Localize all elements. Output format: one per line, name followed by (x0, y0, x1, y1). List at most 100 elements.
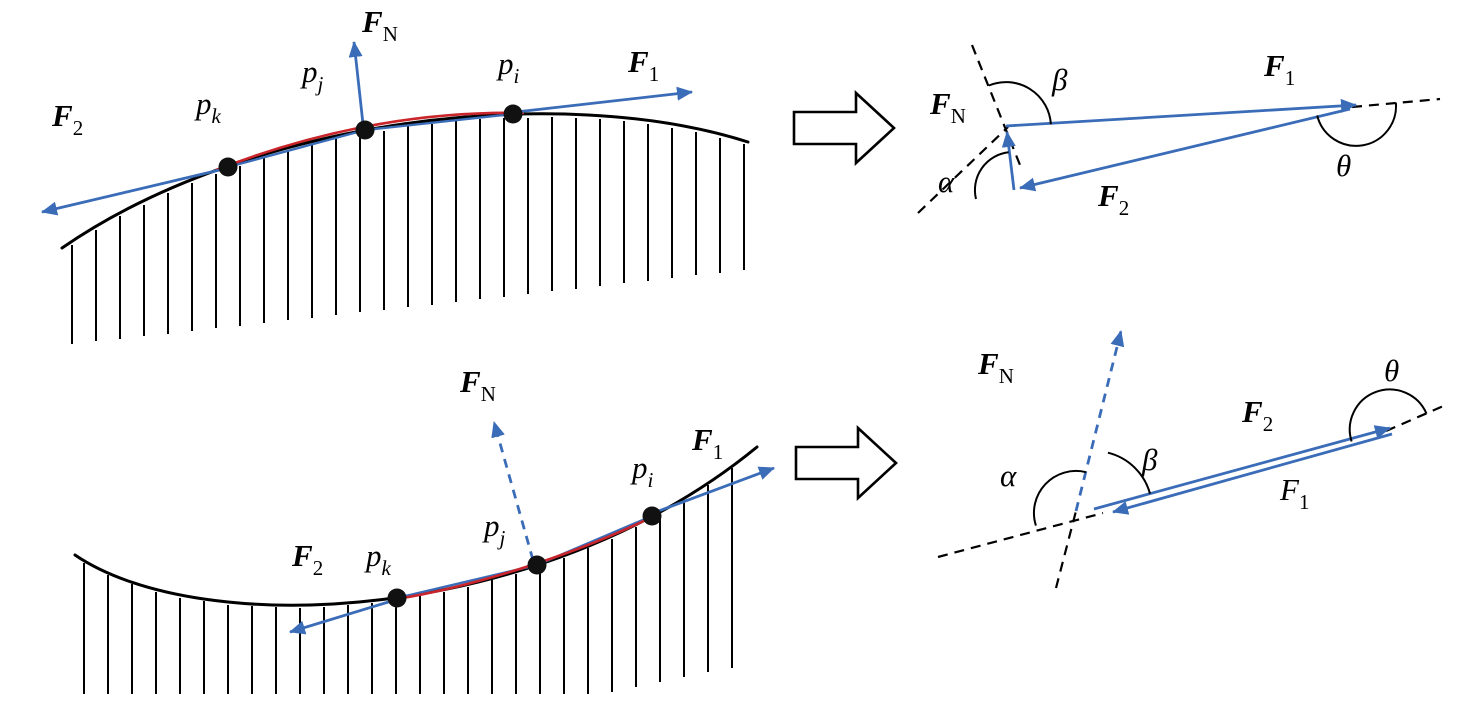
subscript-normal: N (382, 22, 398, 46)
normal-direction-dashed-bottom (1054, 510, 1078, 589)
label-force-1-bottom: F1 (692, 422, 723, 463)
force-symbol: F (1264, 48, 1285, 83)
label-force-normal-diagram-top: FN (930, 86, 966, 127)
bottom-surface-panel (73, 421, 775, 694)
angle-alpha-arc-bottom (1033, 469, 1087, 526)
theta-symbol: θ (1336, 148, 1352, 183)
force-symbol: F (362, 4, 383, 39)
force-normal-dashed-vector-bottom (491, 421, 535, 561)
force-symbol: F (1098, 178, 1119, 213)
subscript-two: 2 (1118, 196, 1130, 220)
hatching-top (71, 117, 745, 344)
angle-beta-arc-top (988, 81, 1052, 125)
label-alpha-bottom: α (1000, 460, 1016, 491)
label-force-2-diagram-bottom: F2 (1242, 394, 1273, 435)
point-i-dot-top (503, 104, 523, 124)
point-i-dot-bottom (642, 506, 662, 526)
force-symbol: F (1242, 394, 1263, 429)
force-1-vector-top (515, 86, 693, 114)
point-symbol: p (632, 450, 648, 485)
force-symbol: F (460, 364, 481, 399)
subscript-two: 2 (1262, 412, 1274, 436)
force-1-vector-bottom (655, 466, 775, 514)
label-theta-bottom: θ (1384, 355, 1399, 386)
highlighted-arc-bottom (396, 515, 653, 601)
angle-alpha-arc-top (973, 151, 1009, 200)
label-force-1-diagram-bottom: F1 (1280, 472, 1309, 513)
label-point-k-top: pk (196, 86, 221, 127)
force-symbol: F (978, 346, 999, 381)
point-symbol: p (498, 46, 514, 81)
subscript-one: 1 (648, 62, 660, 86)
point-symbol: p (196, 86, 212, 121)
force-symbol: F (292, 538, 313, 573)
point-symbol: p (302, 54, 318, 89)
theta-symbol: θ (1384, 353, 1400, 388)
subscript-normal: N (950, 104, 966, 128)
force-1-vector-diagram-top (1005, 98, 1357, 128)
convex-surface-curve (60, 112, 750, 250)
extension-dashed-bottom (1385, 402, 1449, 433)
angle-theta-arc-top (1316, 102, 1397, 147)
normal-direction-dashed-top (970, 44, 1022, 166)
force-symbol: F (692, 422, 713, 457)
force-diagram-top (917, 44, 1441, 214)
label-point-k-bottom: pk (366, 538, 391, 579)
subscript-k: k (381, 556, 391, 580)
implies-arrow-top (792, 90, 896, 166)
point-j-dot-bottom (527, 555, 547, 575)
subscript-one: 1 (712, 440, 724, 464)
concave-surface-curve (73, 445, 759, 607)
force-diagram-bottom (937, 330, 1449, 589)
extension-dashed-top (1351, 97, 1441, 109)
point-k-dot-top (218, 157, 238, 177)
hatching-bottom (83, 468, 733, 694)
point-j-dot-top (355, 120, 375, 140)
subscript-normal: N (998, 364, 1014, 388)
label-force-1-diagram-top: F1 (1264, 48, 1295, 89)
force-symbol: F (1280, 472, 1299, 507)
label-theta-top: θ (1336, 150, 1351, 181)
force-2-vector-bottom (289, 598, 396, 635)
label-beta-top: β (1052, 64, 1067, 95)
label-force-1-top: F1 (628, 46, 659, 85)
label-point-i-top: pi (498, 46, 519, 87)
force-2-vector-diagram-top (1019, 107, 1351, 192)
force-symbol: F (52, 98, 73, 133)
label-force-normal-bottom: FN (460, 364, 496, 405)
label-point-j-top: pj (302, 54, 323, 95)
label-force-2-bottom: F2 (292, 538, 323, 579)
subscript-two: 2 (312, 556, 324, 580)
force-1-vector-diagram-bottom (1112, 432, 1393, 515)
force-normal-vector-top (348, 41, 365, 125)
subscript-one: 1 (1284, 66, 1296, 90)
subscript-i: i (513, 64, 520, 88)
subscript-j: j (499, 526, 506, 550)
angle-beta-arc-bottom (1107, 451, 1151, 494)
force-symbol: F (930, 86, 951, 121)
angle-theta-arc-bottom (1348, 388, 1428, 442)
label-force-normal-top: FN (362, 4, 398, 45)
beta-symbol: β (1142, 442, 1158, 477)
segment-chords-top (227, 112, 514, 169)
label-force-normal-diagram-bottom: FN (978, 346, 1014, 387)
force-2-vector-diagram-bottom (1093, 425, 1391, 511)
implies-arrow-bottom (794, 425, 898, 501)
point-symbol: p (484, 508, 500, 543)
point-symbol: p (366, 538, 382, 573)
highlighted-arc-top (215, 111, 525, 172)
subscript-normal: N (480, 382, 496, 406)
alpha-symbol: α (1000, 458, 1017, 493)
label-beta-bottom: β (1142, 444, 1157, 475)
beta-symbol: β (1052, 62, 1068, 97)
force-normal-dashed-vector-diagram-bottom (1074, 330, 1125, 512)
subscript-two: 2 (72, 116, 84, 140)
label-alpha-top: α (938, 166, 954, 197)
force-2-vector-top (41, 166, 229, 216)
subscript-j: j (317, 72, 324, 96)
subscript-one: 1 (1298, 490, 1310, 514)
subscript-k: k (211, 104, 221, 128)
subscript-i: i (647, 468, 654, 492)
